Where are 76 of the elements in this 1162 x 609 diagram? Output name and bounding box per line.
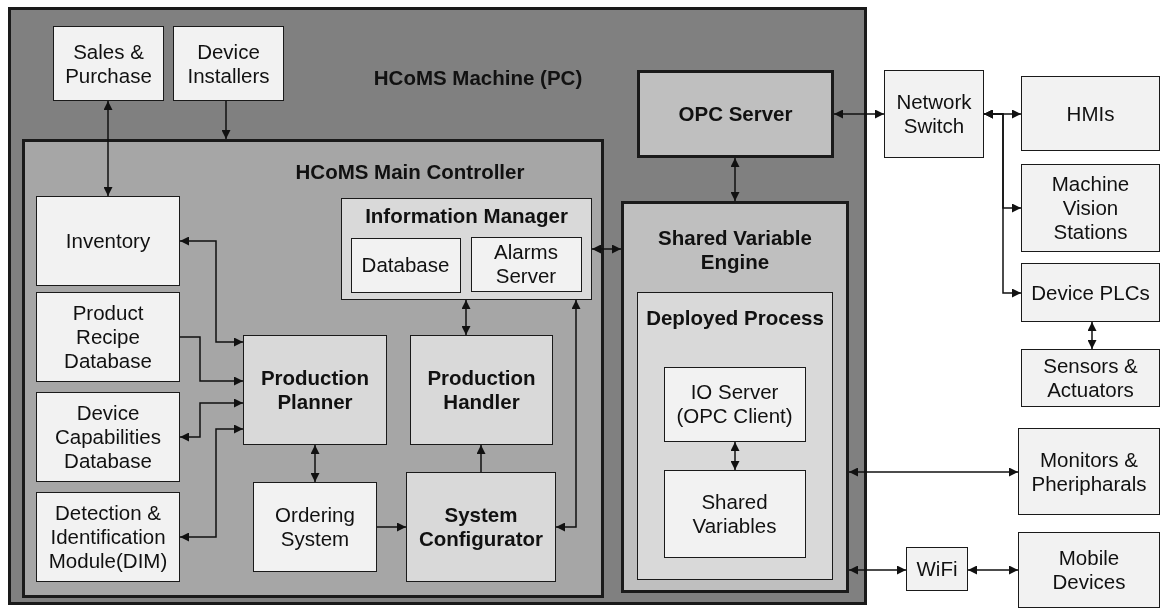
process-box <box>36 392 180 482</box>
process-box <box>410 335 553 445</box>
process-box <box>1021 164 1160 252</box>
arrow <box>376 522 407 532</box>
process-box <box>36 292 180 382</box>
heading-label: Information Manager <box>364 204 569 228</box>
box-label: Alarms Server <box>493 240 559 288</box>
box-label: Monitors & Pheripharals <box>1030 447 1148 496</box>
process-box <box>663 366 806 442</box>
process-box <box>1018 532 1160 608</box>
arrow <box>833 109 885 119</box>
process-box <box>1021 76 1160 151</box>
arrow <box>179 398 244 442</box>
process-box <box>1021 263 1160 322</box>
arrow <box>967 565 1019 575</box>
arrow <box>848 565 907 575</box>
box-label: Shared Variables <box>691 489 778 538</box>
process-box <box>253 482 377 572</box>
controller-container <box>22 139 604 598</box>
heading-label: HCoMS Machine (PC) <box>372 66 584 90</box>
process-box <box>53 26 164 101</box>
process-box <box>884 70 984 158</box>
box-label: Device PLCs <box>1031 280 1150 305</box>
box-label: Product Recipe Database <box>63 301 153 373</box>
arrow <box>461 299 471 336</box>
process-box <box>637 70 834 158</box>
process-container <box>637 292 833 580</box>
box-label: Network Switch <box>895 90 973 138</box>
module-panel <box>341 198 592 300</box>
machine-container <box>8 7 867 605</box>
box-label: Device Capabilities Database <box>54 401 162 473</box>
arrow <box>730 157 740 202</box>
arrow <box>730 441 740 471</box>
box-label: Sales & Purchase <box>64 39 153 88</box>
heading-label: System Configurator <box>417 503 545 551</box>
process-box <box>406 472 556 582</box>
heading-label: Production Handler <box>426 366 537 414</box>
arrow <box>555 299 581 532</box>
arrow <box>179 336 244 386</box>
process-box <box>350 237 461 293</box>
box-label: Sensors & Actuators <box>1042 354 1139 402</box>
box-label: Machine Vision Stations <box>1050 172 1131 244</box>
process-box <box>243 335 387 445</box>
heading-label: Deployed Process <box>645 306 825 330</box>
heading-label: Shared Variable Engine <box>657 226 813 274</box>
arrow <box>848 467 1019 477</box>
arrow <box>310 444 320 483</box>
process-box <box>36 492 180 582</box>
box-label: Mobile Devices <box>1051 546 1127 594</box>
box-label: HMIs <box>1066 101 1115 126</box>
box-label: Inventory <box>65 229 151 253</box>
box-label: IO Server (OPC Client) <box>675 380 794 428</box>
process-box <box>1021 349 1160 407</box>
process-box <box>663 469 806 558</box>
arrow <box>221 100 231 140</box>
arrow <box>476 444 486 473</box>
box-label: Ordering System <box>274 503 356 551</box>
arrow <box>591 244 622 254</box>
process-box <box>470 236 582 292</box>
arrow <box>983 109 1022 298</box>
arrow <box>103 100 113 197</box>
heading-label: HCoMS Main Controller <box>294 160 526 184</box>
arrow <box>1087 321 1097 350</box>
process-box <box>36 196 180 286</box>
box-label: Device Installers <box>186 39 271 88</box>
heading-label: OPC Server <box>678 102 793 126</box>
process-box <box>906 547 968 591</box>
arrow <box>179 424 244 542</box>
arrow <box>179 236 244 347</box>
heading-label: Production Planner <box>259 366 371 414</box>
box-label: Detection & Identification Module(DIM) <box>47 501 169 573</box>
process-box <box>173 26 284 101</box>
box-label: Database <box>361 253 450 277</box>
box-label: WiFi <box>916 557 958 581</box>
process-box <box>1018 428 1160 515</box>
engine-container <box>621 201 849 593</box>
